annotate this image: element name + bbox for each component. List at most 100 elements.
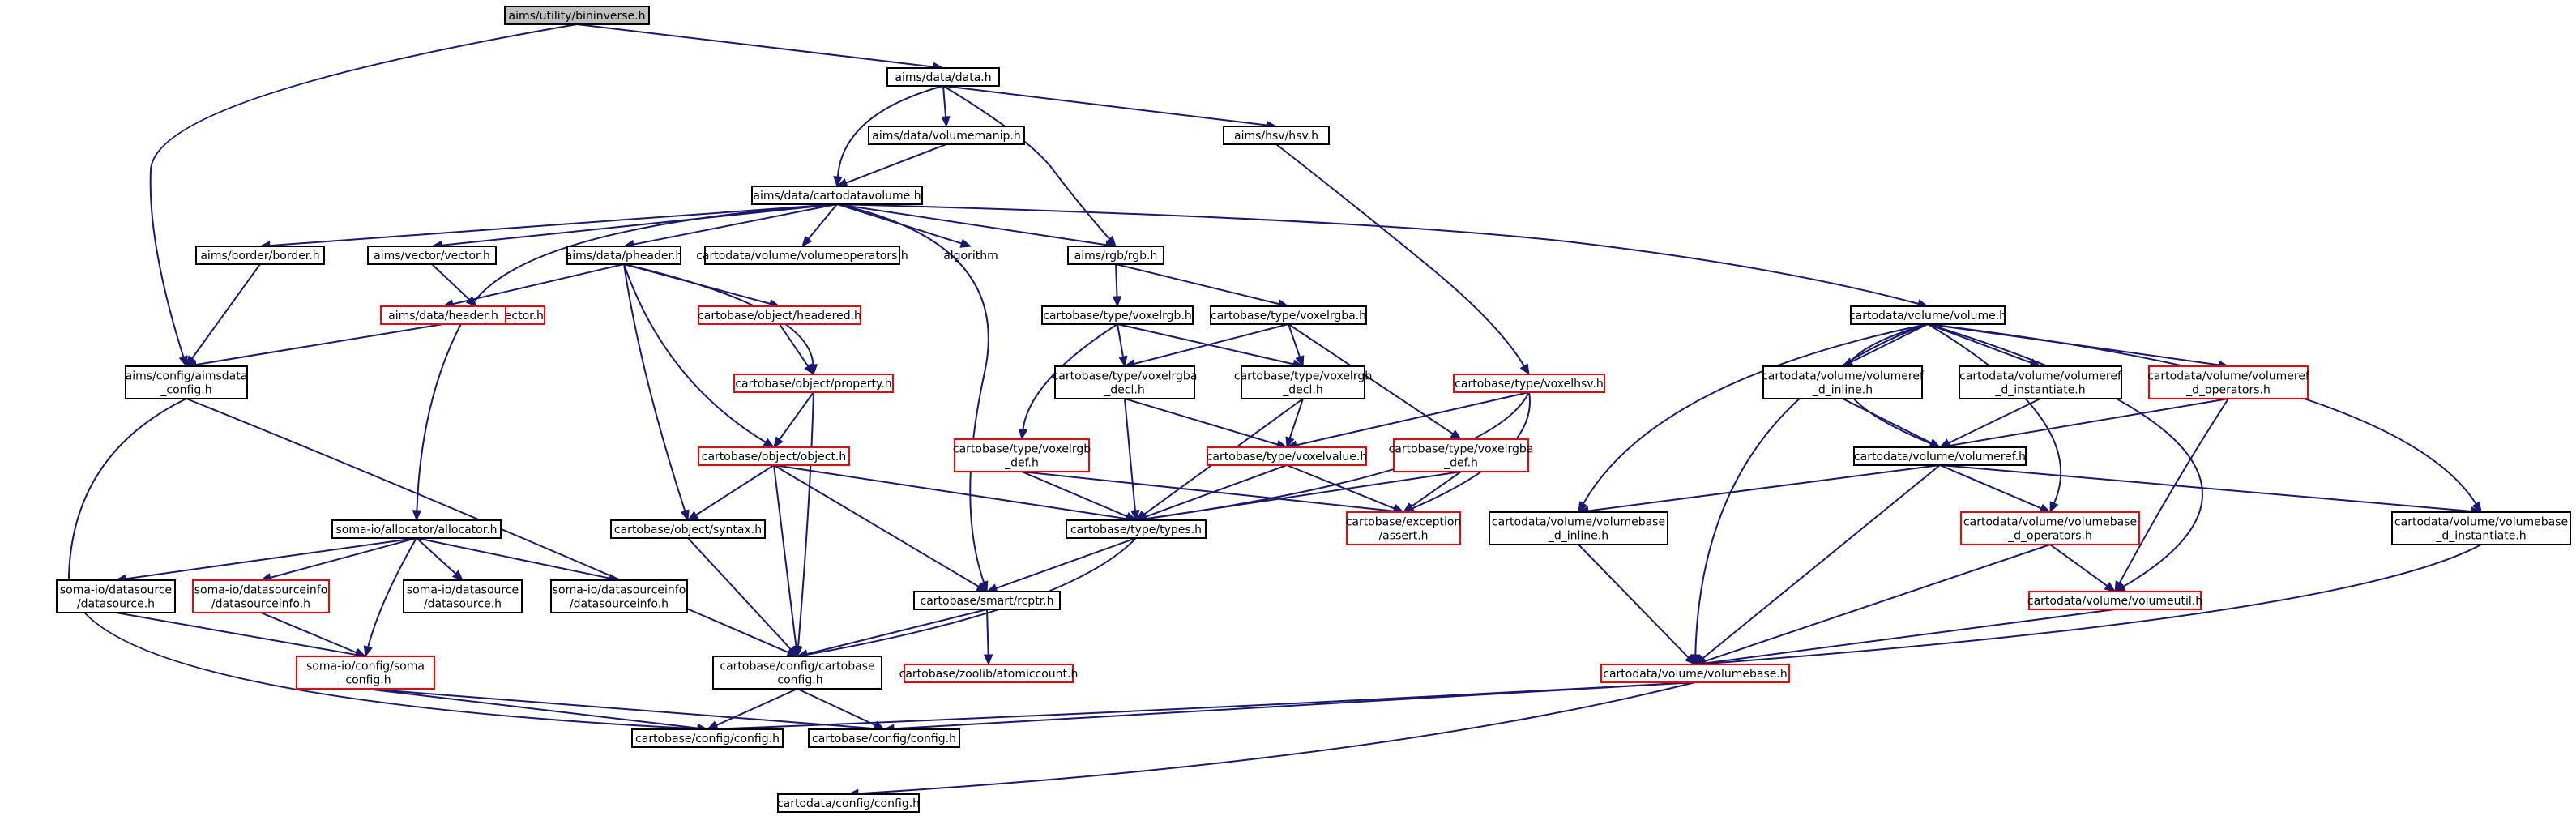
node-volumeref-instantiate[interactable]: cartodata/volume/volumeref_d_instantiate… [1959, 365, 2122, 399]
node-data[interactable]: aims/data/data.h [886, 67, 1000, 87]
node-label: /datasourceinfo.h [570, 598, 669, 611]
node-header[interactable]: aims/data/header.h [380, 305, 506, 325]
node-box [1207, 446, 1367, 466]
node-cartobase-config[interactable]: cartobase/config/cartobase_config.h [712, 656, 882, 690]
node-label: /datasourceinfo.h [211, 598, 310, 611]
node-volumeoperators[interactable]: cartodata/volume/volumeoperators.h [696, 246, 908, 265]
node-datasourceinfo-a[interactable]: soma-io/datasourceinfo/datasourceinfo.h [192, 579, 330, 613]
node-syntax[interactable]: cartobase/object/syntax.h [610, 519, 766, 539]
node-box [886, 67, 1000, 87]
node-label: cartodata/volume/volumeref [2147, 370, 2310, 383]
node-volumeref-operators[interactable]: cartodata/volume/volumeref_d_operators.h [2147, 365, 2310, 399]
edge-rgb-to-voxelrgb [1115, 263, 1118, 297]
node-label: _decl.h [1282, 384, 1322, 397]
node-assert[interactable]: cartobase/exception/assert.h [1346, 511, 1462, 545]
edge-datasourceinfo_a-to-soma_config [260, 612, 357, 654]
edge-object-to-types [773, 464, 1127, 520]
arrowhead [1450, 429, 1463, 440]
node-box [698, 446, 850, 466]
node-box [954, 438, 1090, 472]
node-volumebase-inline[interactable]: cartodata/volume/volumebase_d_inline.h [1489, 511, 1668, 545]
arrowhead [959, 238, 972, 248]
arrowhead [801, 235, 813, 248]
node-box [733, 374, 894, 393]
arrowhead [412, 510, 422, 522]
node-voxelrgba-decl[interactable]: cartobase/type/voxelrgba_decl.h [1053, 365, 1198, 399]
node-cartodata-config[interactable]: cartodata/config/config.h [777, 793, 920, 813]
node-voxelrgb[interactable]: cartobase/type/voxelrgb.h [1041, 305, 1194, 325]
node-root[interactable]: aims/utility/bininverse.h [504, 6, 650, 25]
node-box [504, 6, 650, 25]
node-volume[interactable]: cartodata/volume/volume.h [1849, 305, 2006, 325]
node-vector[interactable]: aims/vector/vector.h [367, 246, 497, 265]
node-label: soma-io/datasourceinfo [553, 584, 686, 597]
node-aimsdata-config[interactable]: aims/config/aimsdata_config.h [125, 365, 248, 399]
node-box [1346, 511, 1461, 545]
node-cartodatavolume[interactable]: aims/data/cartodatavolume.h [751, 186, 923, 205]
node-box [1066, 519, 1207, 539]
edge-volumeref-to-volumebase_instantiate [1939, 464, 2472, 512]
node-atomiccount[interactable]: cartobase/zoolib/atomiccount.h [899, 664, 1079, 683]
edge-voxelrgb_def-to-assert [1021, 471, 1395, 512]
edge-rgb-to-voxelrgba [1115, 263, 1279, 305]
edge-soma_config-to-config_a [365, 688, 698, 729]
node-box [566, 246, 681, 265]
node-box [777, 793, 920, 813]
node-box [751, 186, 923, 205]
node-voxelrgba[interactable]: cartobase/type/voxelrgba.h [1210, 305, 1367, 325]
node-volumeref[interactable]: cartodata/volume/volumeref.h [1853, 446, 2027, 466]
node-label: cartodata/volume/volumeutil.h [2027, 595, 2202, 608]
arrowhead [1018, 428, 1028, 441]
node-hsv[interactable]: aims/hsv/hsv.h [1223, 126, 1330, 145]
edge-object-to-syntax [695, 464, 775, 516]
node-volumebase-instantiate[interactable]: cartodata/volume/volumebase_d_instantiat… [2391, 511, 2571, 545]
edge-vector-to-somaiovector [431, 263, 470, 301]
node-label: cartodata/volume/volumeref [1959, 370, 2122, 383]
arrowhead [787, 645, 798, 657]
node-label: cartobase/config/config.h [812, 733, 956, 746]
edge-volumeref_operators-to-volumeref [1949, 398, 2229, 446]
node-allocator[interactable]: soma-io/allocator/allocator.h [331, 519, 502, 539]
node-soma-config[interactable]: soma-io/config/soma_config.h [296, 656, 435, 690]
arrowhead [2114, 580, 2124, 593]
node-label: cartobase/type/voxelrgba [1053, 370, 1198, 383]
node-config-b[interactable]: cartobase/config/config.h [808, 728, 960, 748]
node-object[interactable]: cartobase/object/object.h [698, 446, 850, 466]
node-volumebase[interactable]: cartodata/volume/volumebase.h [1600, 664, 1790, 683]
edge-pheader-to-object [623, 263, 767, 443]
node-voxelrgb-decl[interactable]: cartobase/type/voxelrgb_decl.h [1234, 365, 1372, 399]
node-voxelrgba-def[interactable]: cartobase/type/voxelrgba_def.h [1389, 438, 1534, 472]
node-rcptr[interactable]: cartobase/smart/rcptr.h [913, 591, 1061, 610]
node-datasourceinfo-b[interactable]: soma-io/datasourceinfo/datasourceinfo.h [550, 579, 688, 613]
node-voxelvalue[interactable]: cartobase/type/voxelvalue.h [1207, 446, 1368, 466]
node-box [610, 519, 766, 539]
arrowhead [983, 654, 993, 666]
arrowhead [1578, 501, 1588, 514]
node-border[interactable]: aims/border/border.h [195, 246, 325, 265]
node-box [367, 246, 497, 265]
node-label: aims/vector/vector.h [374, 250, 490, 263]
node-label: cartodata/volume/volumebase [2394, 516, 2568, 529]
node-volumeutil[interactable]: cartodata/volume/volumeutil.h [2027, 591, 2202, 610]
node-pheader[interactable]: aims/data/pheader.h [566, 246, 683, 265]
node-volumeref-inline[interactable]: cartodata/volume/volumeref_d_inline.h [1762, 365, 1925, 399]
node-voxelrgb-def[interactable]: cartobase/type/voxelrgb_def.h [953, 438, 1091, 472]
node-config-a[interactable]: cartobase/config/config.h [631, 728, 784, 748]
node-label: soma-io/datasource [60, 584, 172, 597]
node-label: cartodata/volume/volumeref [1762, 370, 1925, 383]
edge-voxelrgba_decl-to-voxelvalue [1124, 398, 1278, 446]
edge-root-to-data [576, 23, 934, 68]
node-rgb[interactable]: aims/rgb/rgb.h [1067, 246, 1164, 265]
node-volumemanip[interactable]: aims/data/volumemanip.h [868, 126, 1025, 145]
node-property[interactable]: cartobase/object/property.h [733, 374, 894, 393]
node-voxelhsv[interactable]: cartobase/type/voxelhsv.h [1453, 374, 1605, 393]
node-volumebase-operators[interactable]: cartodata/volume/volumebase_d_operators.… [1960, 511, 2140, 545]
node-box [1241, 365, 1365, 399]
node-label: cartodata/volume/volumebase [1963, 516, 2137, 529]
node-datasource-b[interactable]: soma-io/datasource/datasource.h [403, 579, 523, 613]
node-algorithm: algorithm [943, 250, 998, 263]
node-box [296, 656, 435, 690]
node-datasource-a[interactable]: soma-io/datasource/datasource.h [56, 579, 176, 613]
node-types[interactable]: cartobase/type/types.h [1066, 519, 1207, 539]
node-headered[interactable]: cartobase/object/headered.h [698, 305, 861, 325]
